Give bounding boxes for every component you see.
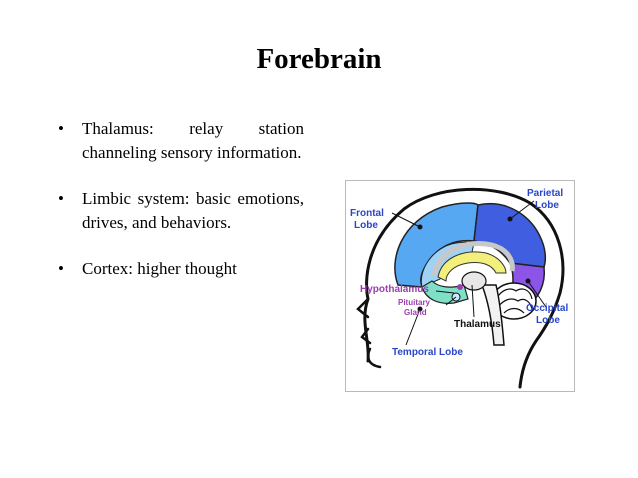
label-parietal-lobe: Lobe [535, 200, 559, 211]
bullet-list: • Thalamus: relay station channeling sen… [58, 117, 304, 281]
label-occipital: Occipital [526, 303, 568, 314]
label-occipital-lobe: Lobe [536, 315, 560, 326]
hypothalamus-shape [457, 284, 463, 290]
label-pituitary: Pituitary [398, 298, 431, 307]
face-profile [356, 297, 382, 369]
bullet-text: Limbic system: basic emotions, drives, a… [82, 189, 304, 232]
label-frontal: Frontal [350, 208, 384, 219]
label-thalamus: Thalamus [454, 319, 501, 330]
bullet-dot-icon: • [58, 119, 64, 138]
bullet-item-limbic: • Limbic system: basic emotions, drives,… [58, 187, 304, 235]
label-frontal-lobe: Lobe [354, 220, 378, 231]
bullet-item-thalamus: • Thalamus: relay station channeling sen… [58, 117, 304, 165]
slide-title: Forebrain [256, 43, 382, 75]
bullet-text: Thalamus: relay station channeling senso… [82, 119, 304, 162]
bullet-text: Cortex: higher thought [82, 259, 237, 278]
bullet-dot-icon: • [58, 189, 64, 208]
pointer-lines [391, 200, 547, 346]
cerebellum [491, 282, 537, 320]
label-pituitary-gland: Gland [404, 308, 427, 317]
brain-diagram-svg: Frontal Lobe Parietal Lobe Hypothalamus … [350, 187, 568, 389]
limbic-yellow [437, 251, 507, 282]
corpus-grey [431, 241, 515, 276]
thalamus-shape [461, 271, 487, 291]
bullet-item-cortex: • Cortex: higher thought [58, 257, 304, 281]
brainstem [480, 284, 505, 346]
label-parietal: Parietal [527, 188, 563, 199]
label-hypothalamus: Hypothalamus [360, 284, 429, 295]
label-temporal-lobe: Temporal Lobe [392, 347, 463, 358]
bullet-dot-icon: • [58, 259, 64, 278]
brain-diagram: Frontal Lobe Parietal Lobe Hypothalamus … [345, 180, 575, 392]
